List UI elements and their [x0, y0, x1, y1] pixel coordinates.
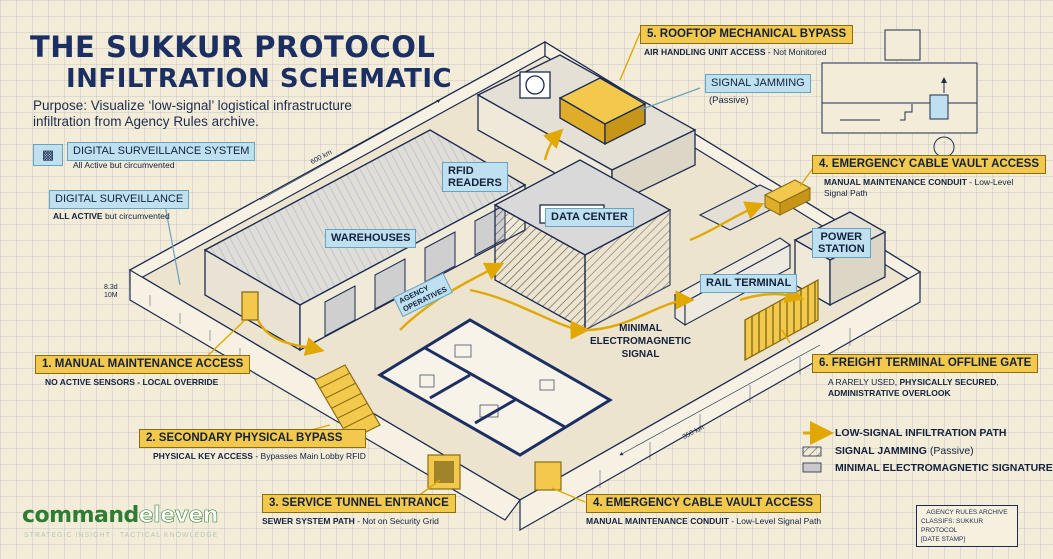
maintenance-door: [241, 291, 259, 321]
page-title-line1: THE SUKKUR PROTOCOL: [30, 30, 436, 64]
surveillance-sub-rest: but circumvented: [102, 211, 170, 221]
rfid-label-line1: RFID: [448, 165, 474, 177]
callout-4b-sub-bold: MANUAL MAINTENANCE CONDUIT: [824, 177, 967, 187]
emergency-vault-door: [534, 461, 562, 491]
surveillance-sub: ALL ACTIVE but circumvented: [53, 211, 189, 222]
stamp-line2: CLASSIFS: SUKKUR PROTOCOL: [921, 518, 984, 534]
warehouses-label: WAREHOUSES: [325, 229, 417, 248]
mes-label-line3: SIGNAL: [621, 349, 660, 360]
legend-jamming-b: (Passive): [926, 445, 974, 457]
mes-label-line2: ELECTROMAGNETIC: [590, 336, 692, 347]
cross-section-inset: [821, 29, 978, 158]
page-title-line2: INFILTRATION SCHEMATIC: [66, 64, 453, 94]
brand-part1: command: [22, 503, 139, 528]
secondary-stairs: [314, 364, 381, 441]
callout-5-sub-bold: AIR HANDLING UNIT ACCESS: [644, 47, 766, 57]
dimension-left-line2: 10M: [104, 292, 118, 299]
callout-3-sub-rest: - Not on Security Grid: [354, 516, 439, 526]
surveillance-system-title: DIGITAL SURVEILLANCE SYSTEM: [67, 142, 256, 161]
legend-path: LOW-SIGNAL INFILTRATION PATH: [835, 427, 1007, 439]
dimension-left: 8.3d 10M: [104, 284, 118, 300]
callout-1-sub: NO ACTIVE SENSORS - LOCAL OVERRIDE: [45, 377, 219, 387]
callout-5-title: 5. ROOFTOP MECHANICAL BYPASS: [640, 25, 854, 44]
legend-mes: MINIMAL ELECTROMAGNETIC SIGNATURE: [835, 462, 1053, 474]
callout-6-title: 6. FREIGHT TERMINAL OFFLINE GATE: [812, 354, 1039, 373]
callout-6-sub-line2: ADMINISTRATIVE OVERLOOK: [828, 388, 951, 398]
signal-jamming-callout: SIGNAL JAMMING (Passive): [705, 74, 811, 106]
surveillance-title: DIGITAL SURVEILLANCE: [49, 190, 190, 209]
callout-service-tunnel: 3. SERVICE TUNNEL ENTRANCE SEWER SYSTEM …: [262, 494, 456, 527]
office-cutaway: [377, 318, 613, 457]
legend-jamming-a: SIGNAL JAMMING: [835, 445, 927, 457]
mes-label-line1: MINIMAL: [619, 323, 662, 334]
callout-cable-vault-right: 4. EMERGENCY CABLE VAULT ACCESS MANUAL M…: [812, 155, 1047, 199]
callout-4b-sub-rest: - Low-Level: [966, 177, 1014, 187]
mes-label: MINIMAL ELECTROMAGNETIC SIGNAL: [590, 322, 691, 361]
callout-6-sub-bold: PHYSICALLY SECURED: [899, 377, 997, 387]
power-station-label: POWER STATION: [812, 228, 871, 258]
legend-jamming: SIGNAL JAMMING (Passive): [835, 445, 974, 457]
callout-6-sub-b: ,: [996, 377, 999, 387]
callout-2-sub-rest: - Bypasses Main Lobby RFID: [252, 451, 366, 461]
cctv-camera-icon: ▩: [33, 144, 63, 166]
rfid-readers-label: RFID READERS: [442, 162, 508, 192]
infiltration-path: [256, 128, 805, 356]
signal-jamming-title: SIGNAL JAMMING: [705, 74, 811, 93]
callout-freight-gate: 6. FREIGHT TERMINAL OFFLINE GATE A RAREL…: [812, 354, 1039, 399]
dimension-left-line1: 8.3d: [104, 284, 118, 291]
brand-logo: commandeleven: [22, 503, 219, 529]
purpose-line1: Purpose: Visualize ‘low-signal’ logistic…: [33, 98, 352, 113]
callout-cable-vault-bottom: 4. EMERGENCY CABLE VAULT ACCESS MANUAL M…: [586, 494, 822, 527]
surveillance-callout: DIGITAL SURVEILLANCE ALL ACTIVE but circ…: [49, 190, 190, 222]
callout-6-sub-a: A RARELY USED,: [828, 377, 900, 387]
power-label-line2: STATION: [818, 243, 865, 255]
callout-2-sub-bold: PHYSICAL KEY ACCESS: [153, 451, 253, 461]
callout-1-title: 1. MANUAL MAINTENANCE ACCESS: [35, 355, 251, 374]
legend-mes-swatch: [802, 462, 822, 473]
callout-6-sub: A RARELY USED, PHYSICALLY SECURED,: [828, 377, 1038, 388]
brand-tagline: STRATEGIC INSIGHT · TACTICAL KNOWLEDGE: [24, 532, 219, 539]
callout-4b-sub-line2: Signal Path: [824, 188, 868, 198]
callout-4a-title: 4. EMERGENCY CABLE VAULT ACCESS: [586, 494, 822, 513]
info-leader-lines: [164, 87, 701, 286]
callout-2-title: 2. SECONDARY PHYSICAL BYPASS: [139, 429, 366, 448]
callout-4b-sub: MANUAL MAINTENANCE CONDUIT - Low-Level: [824, 177, 1046, 188]
surveillance-sub-bold: ALL ACTIVE: [53, 211, 103, 221]
legend-jam-swatch: [802, 446, 822, 457]
archive-stamp: AGENCY RULES ARCHIVE CLASSIFS: SUKKUR PR…: [916, 505, 1018, 547]
data-center-label: DATA CENTER: [545, 208, 634, 227]
callout-3-sub-bold: SEWER SYSTEM PATH: [262, 516, 355, 526]
signal-jamming-sub: (Passive): [709, 95, 749, 106]
stamp-line3: [DATE STAMP]: [921, 536, 966, 543]
stamp-line1: AGENCY RULES ARCHIVE: [926, 509, 1008, 516]
callout-rooftop-bypass: 5. ROOFTOP MECHANICAL BYPASS AIR HANDLIN…: [640, 25, 854, 58]
power-label-line1: POWER: [820, 231, 863, 243]
callout-5-sub-rest: - Not Monitored: [765, 47, 827, 57]
callout-4a-sub-bold: MANUAL MAINTENANCE CONDUIT: [586, 516, 729, 526]
callout-secondary-bypass: 2. SECONDARY PHYSICAL BYPASS PHYSICAL KE…: [139, 429, 366, 462]
callout-4a-sub-rest: - Low-Level Signal Path: [728, 516, 822, 526]
rail-terminal-label: RAIL TERMINAL: [700, 274, 798, 293]
brand-part2: eleven: [138, 503, 219, 529]
callout-manual-maintenance: 1. MANUAL MAINTENANCE ACCESS NO ACTIVE S…: [35, 355, 251, 388]
rfid-label-line2: READERS: [448, 177, 502, 189]
purpose-line2: infiltration from Agency Rules archive.: [33, 114, 259, 129]
facility-schematic: [128, 29, 978, 532]
callout-3-title: 3. SERVICE TUNNEL ENTRANCE: [262, 494, 456, 513]
callout-5-sub: AIR HANDLING UNIT ACCESS - Not Monitored: [644, 47, 853, 58]
callout-2-sub: PHYSICAL KEY ACCESS - Bypasses Main Lobb…: [153, 451, 366, 462]
surveillance-system-sub: All Active but circumvented: [73, 160, 175, 170]
callout-4b-title: 4. EMERGENCY CABLE VAULT ACCESS: [812, 155, 1047, 174]
callout-3-sub: SEWER SYSTEM PATH - Not on Security Grid: [262, 516, 456, 527]
data-center-building: [493, 159, 672, 332]
callout-4a-sub: MANUAL MAINTENANCE CONDUIT - Low-Level S…: [586, 516, 821, 527]
